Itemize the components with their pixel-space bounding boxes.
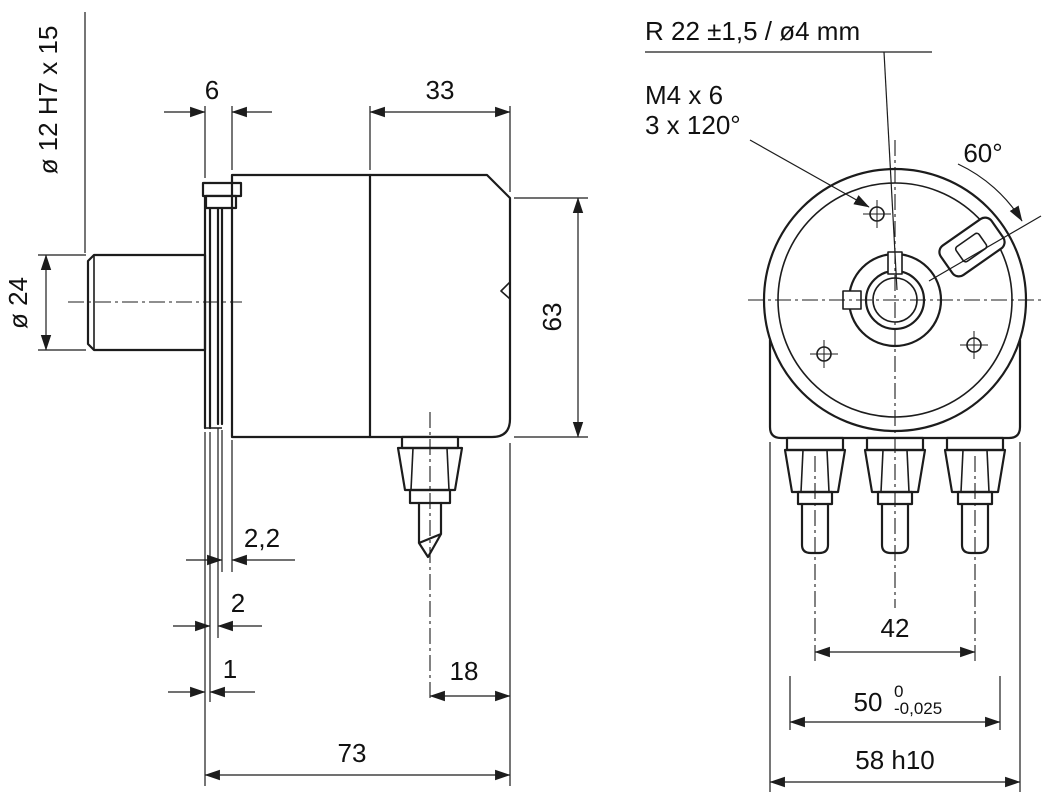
dim-body-width: 58 h10 (769, 442, 1021, 792)
housing-notch (500, 281, 511, 300)
collar-diameter-label: ø 24 (3, 277, 33, 329)
side-view: ø 12 H7 x 15 ø 24 6 33 (3, 12, 588, 786)
dim-plate-gap: 2,2 (186, 430, 295, 572)
body-height-label: 63 (537, 303, 567, 332)
overall-length-label: 73 (338, 738, 367, 768)
front-view: R 22 ±1,5 / ø4 mm M4 x 6 3 x 120° 60° 42… (645, 16, 1044, 792)
cable-gland-right (943, 436, 1007, 555)
dim-spigot-diameter: 50 0 -0,025 (789, 676, 1001, 730)
dim-collar-diameter: ø 24 (3, 254, 86, 351)
dim-cable-offset: 18 (429, 443, 511, 786)
flange-tab-top (201, 181, 243, 198)
flange-tab-second (204, 194, 238, 210)
dim-clamp-angle: 60° (928, 138, 1042, 282)
gland-spacing-label: 42 (881, 613, 910, 643)
mounting-hole-left (810, 340, 838, 368)
spigot-diameter-label: 50 (854, 687, 883, 717)
plate-thickness-label: 2 (231, 588, 245, 618)
cap-width-label: 33 (426, 75, 455, 105)
plate-gap-label: 2,2 (244, 523, 280, 553)
dim-spring-thickness: 1 (168, 432, 255, 786)
cable-offset-label: 18 (450, 656, 479, 686)
bore-label: ø 12 H7 x 15 (33, 26, 63, 175)
cable-stub (417, 501, 443, 559)
side-view-geometry (68, 173, 512, 700)
dim-body-height: 63 (514, 197, 588, 438)
spring-thickness-label: 1 (223, 654, 237, 684)
spigot-tolerance-lower: -0,025 (894, 699, 942, 718)
body-width-label: 58 h10 (855, 745, 935, 775)
dim-cap-width: 33 (369, 75, 511, 192)
clamp-angle-label: 60° (963, 138, 1002, 168)
flange-plates (201, 181, 243, 430)
mounting-hole-top (863, 200, 891, 228)
front-view-geometry (748, 140, 1044, 662)
screw-thread-label: M4 x 6 (645, 80, 723, 110)
mounting-note-label: R 22 ±1,5 / ø4 mm (645, 16, 860, 46)
dim-overall-length: 73 (204, 738, 511, 781)
dim-plate-thickness: 2 (173, 428, 262, 702)
dim-flange-thickness: 6 (164, 75, 272, 178)
spigot-tolerance-upper: 0 (894, 682, 903, 701)
dim-bore: ø 12 H7 x 15 (33, 12, 86, 253)
mounting-hole-right (960, 331, 988, 359)
housing-body (230, 173, 512, 439)
note-mounting: R 22 ±1,5 / ø4 mm (645, 16, 932, 291)
flange-thickness-label: 6 (205, 75, 219, 105)
dim-gland-spacing: 42 (814, 613, 976, 658)
clamp-ring (938, 216, 1006, 278)
screw-pattern-label: 3 x 120° (645, 110, 741, 140)
note-screws: M4 x 6 3 x 120° (645, 80, 870, 208)
